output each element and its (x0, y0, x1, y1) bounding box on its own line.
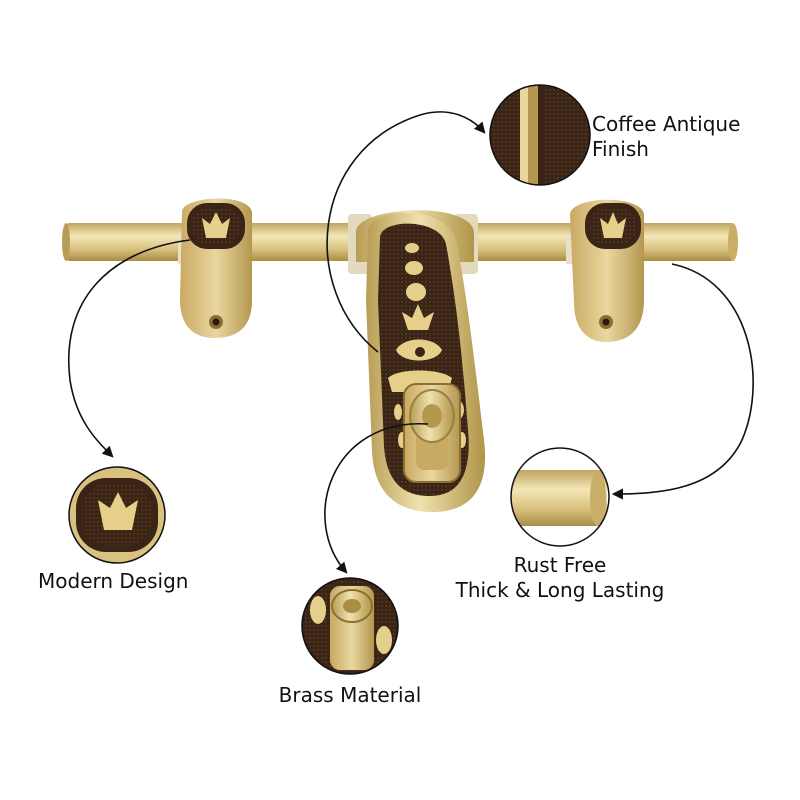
design-label: Modern Design (38, 569, 189, 593)
left-bracket (178, 198, 252, 338)
rust-label-line1: Rust Free (513, 553, 607, 577)
material-callout-image (301, 577, 399, 675)
design-callout-image (68, 466, 166, 564)
finish-label: Coffee Antique Finish (592, 112, 740, 162)
finish-arrow (326, 111, 486, 353)
right-bracket (566, 199, 644, 342)
design-arrow (68, 239, 191, 458)
finish-label-line2: Finish (592, 137, 649, 161)
material-label: Brass Material (278, 683, 422, 707)
rust-arrow (611, 263, 754, 500)
handle-plate (366, 212, 486, 512)
rust-label: Rust Free Thick & Long Lasting (420, 553, 700, 603)
material-arrow (324, 423, 429, 574)
rust-callout-image (510, 447, 610, 547)
rust-label-line2: Thick & Long Lasting (455, 578, 665, 602)
finish-callout-image (489, 84, 591, 186)
finish-label-line1: Coffee Antique (592, 112, 741, 136)
